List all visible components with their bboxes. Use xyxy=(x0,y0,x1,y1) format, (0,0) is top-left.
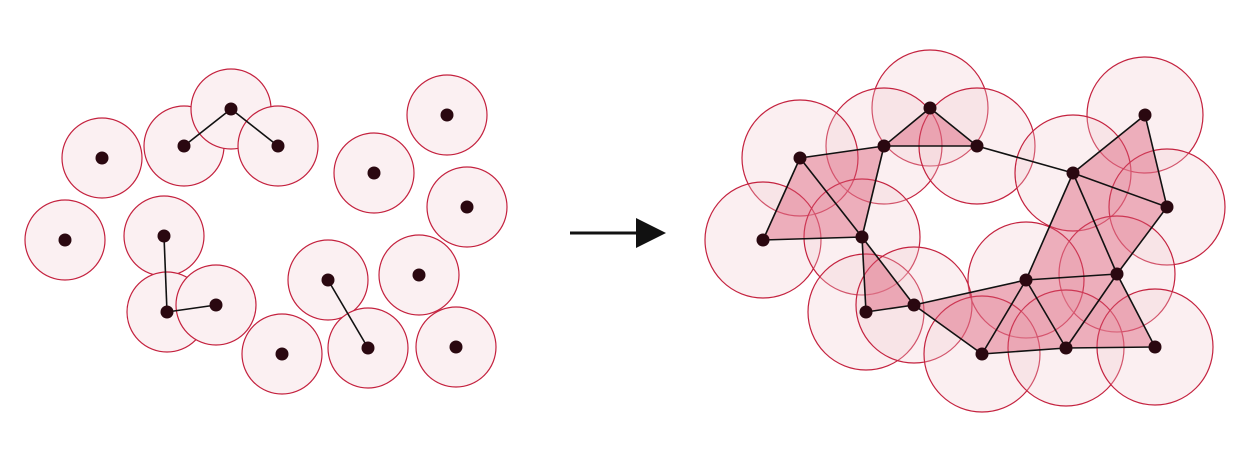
right-edge-7 xyxy=(762,236,863,241)
right-edge-20 xyxy=(981,279,1027,355)
right-points xyxy=(756,101,1174,361)
right-point-4 xyxy=(1138,108,1152,122)
left-point-12 xyxy=(412,268,426,282)
left-point-11 xyxy=(321,273,335,287)
left-edge-4 xyxy=(327,279,369,349)
right-edge-5 xyxy=(762,157,801,241)
left-point-5 xyxy=(440,108,454,122)
left-point-0 xyxy=(95,151,109,165)
left-point-10 xyxy=(209,298,223,312)
left-balls xyxy=(24,68,508,395)
left-panel-small-radius xyxy=(24,68,508,395)
left-point-3 xyxy=(271,139,285,153)
right-simplex-5 xyxy=(1026,173,1117,280)
left-edges xyxy=(163,108,369,349)
right-point-13 xyxy=(975,347,989,361)
right-edge-12 xyxy=(1072,172,1118,275)
right-edge-14 xyxy=(1116,206,1168,275)
right-point-6 xyxy=(1160,200,1174,214)
right-simplex-10 xyxy=(862,237,914,312)
right-edge-0 xyxy=(883,107,931,147)
right-edge-4 xyxy=(861,145,885,238)
right-edge-22 xyxy=(913,279,1027,306)
left-point-13 xyxy=(275,347,289,361)
left-point-9 xyxy=(160,305,174,319)
right-point-1 xyxy=(877,139,891,153)
left-edge-3 xyxy=(166,304,217,313)
right-edge-8 xyxy=(976,145,1074,174)
right-point-14 xyxy=(1059,341,1073,355)
left-point-4 xyxy=(367,166,381,180)
left-point-1 xyxy=(177,139,191,153)
right-point-8 xyxy=(855,230,869,244)
right-edge-3 xyxy=(799,145,885,159)
right-edge-25 xyxy=(861,236,915,306)
right-edge-10 xyxy=(1144,114,1168,208)
right-point-0 xyxy=(923,101,937,115)
left-edge-1 xyxy=(230,108,279,147)
right-simplex-7 xyxy=(1066,274,1155,348)
right-edges xyxy=(762,107,1168,355)
right-point-9 xyxy=(1110,267,1124,281)
left-point-7 xyxy=(58,233,72,247)
right-simplices xyxy=(763,108,1167,354)
right-edge-17 xyxy=(1116,273,1156,348)
left-edge-0 xyxy=(183,108,232,147)
left-point-6 xyxy=(460,200,474,214)
right-simplex-9 xyxy=(914,280,1026,354)
right-edge-13 xyxy=(1025,172,1074,281)
right-edge-15 xyxy=(1025,273,1118,281)
left-point-8 xyxy=(157,229,171,243)
right-point-5 xyxy=(1066,166,1080,180)
right-edge-1 xyxy=(929,107,978,147)
right-point-3 xyxy=(793,151,807,165)
right-edge-11 xyxy=(1072,172,1168,208)
left-point-2 xyxy=(224,102,238,116)
right-simplex-0 xyxy=(884,108,977,146)
left-point-14 xyxy=(361,341,375,355)
right-point-11 xyxy=(859,305,873,319)
right-balls xyxy=(704,49,1226,413)
right-edge-21 xyxy=(981,347,1067,355)
left-points xyxy=(58,102,474,361)
right-point-10 xyxy=(1019,273,1033,287)
right-edge-6 xyxy=(799,157,863,238)
right-simplex-3 xyxy=(1073,115,1167,207)
right-simplex-4 xyxy=(1073,173,1167,274)
right-point-7 xyxy=(756,233,770,247)
right-simplex-6 xyxy=(1026,274,1117,348)
right-edge-18 xyxy=(1065,346,1156,349)
right-edge-24 xyxy=(861,236,867,313)
left-point-15 xyxy=(449,340,463,354)
left-edge-2 xyxy=(163,235,168,313)
right-panel-large-radius xyxy=(704,49,1226,413)
right-simplex-8 xyxy=(982,280,1066,354)
right-edge-9 xyxy=(1072,114,1146,174)
right-point-15 xyxy=(1148,340,1162,354)
right-edge-26 xyxy=(865,304,915,313)
right-simplex-1 xyxy=(800,146,884,237)
right-edge-16 xyxy=(1065,273,1118,349)
right-point-2 xyxy=(970,139,984,153)
right-edge-19 xyxy=(1025,279,1067,349)
right-simplex-2 xyxy=(763,158,862,240)
right-edge-23 xyxy=(913,304,983,355)
right-point-12 xyxy=(907,298,921,312)
